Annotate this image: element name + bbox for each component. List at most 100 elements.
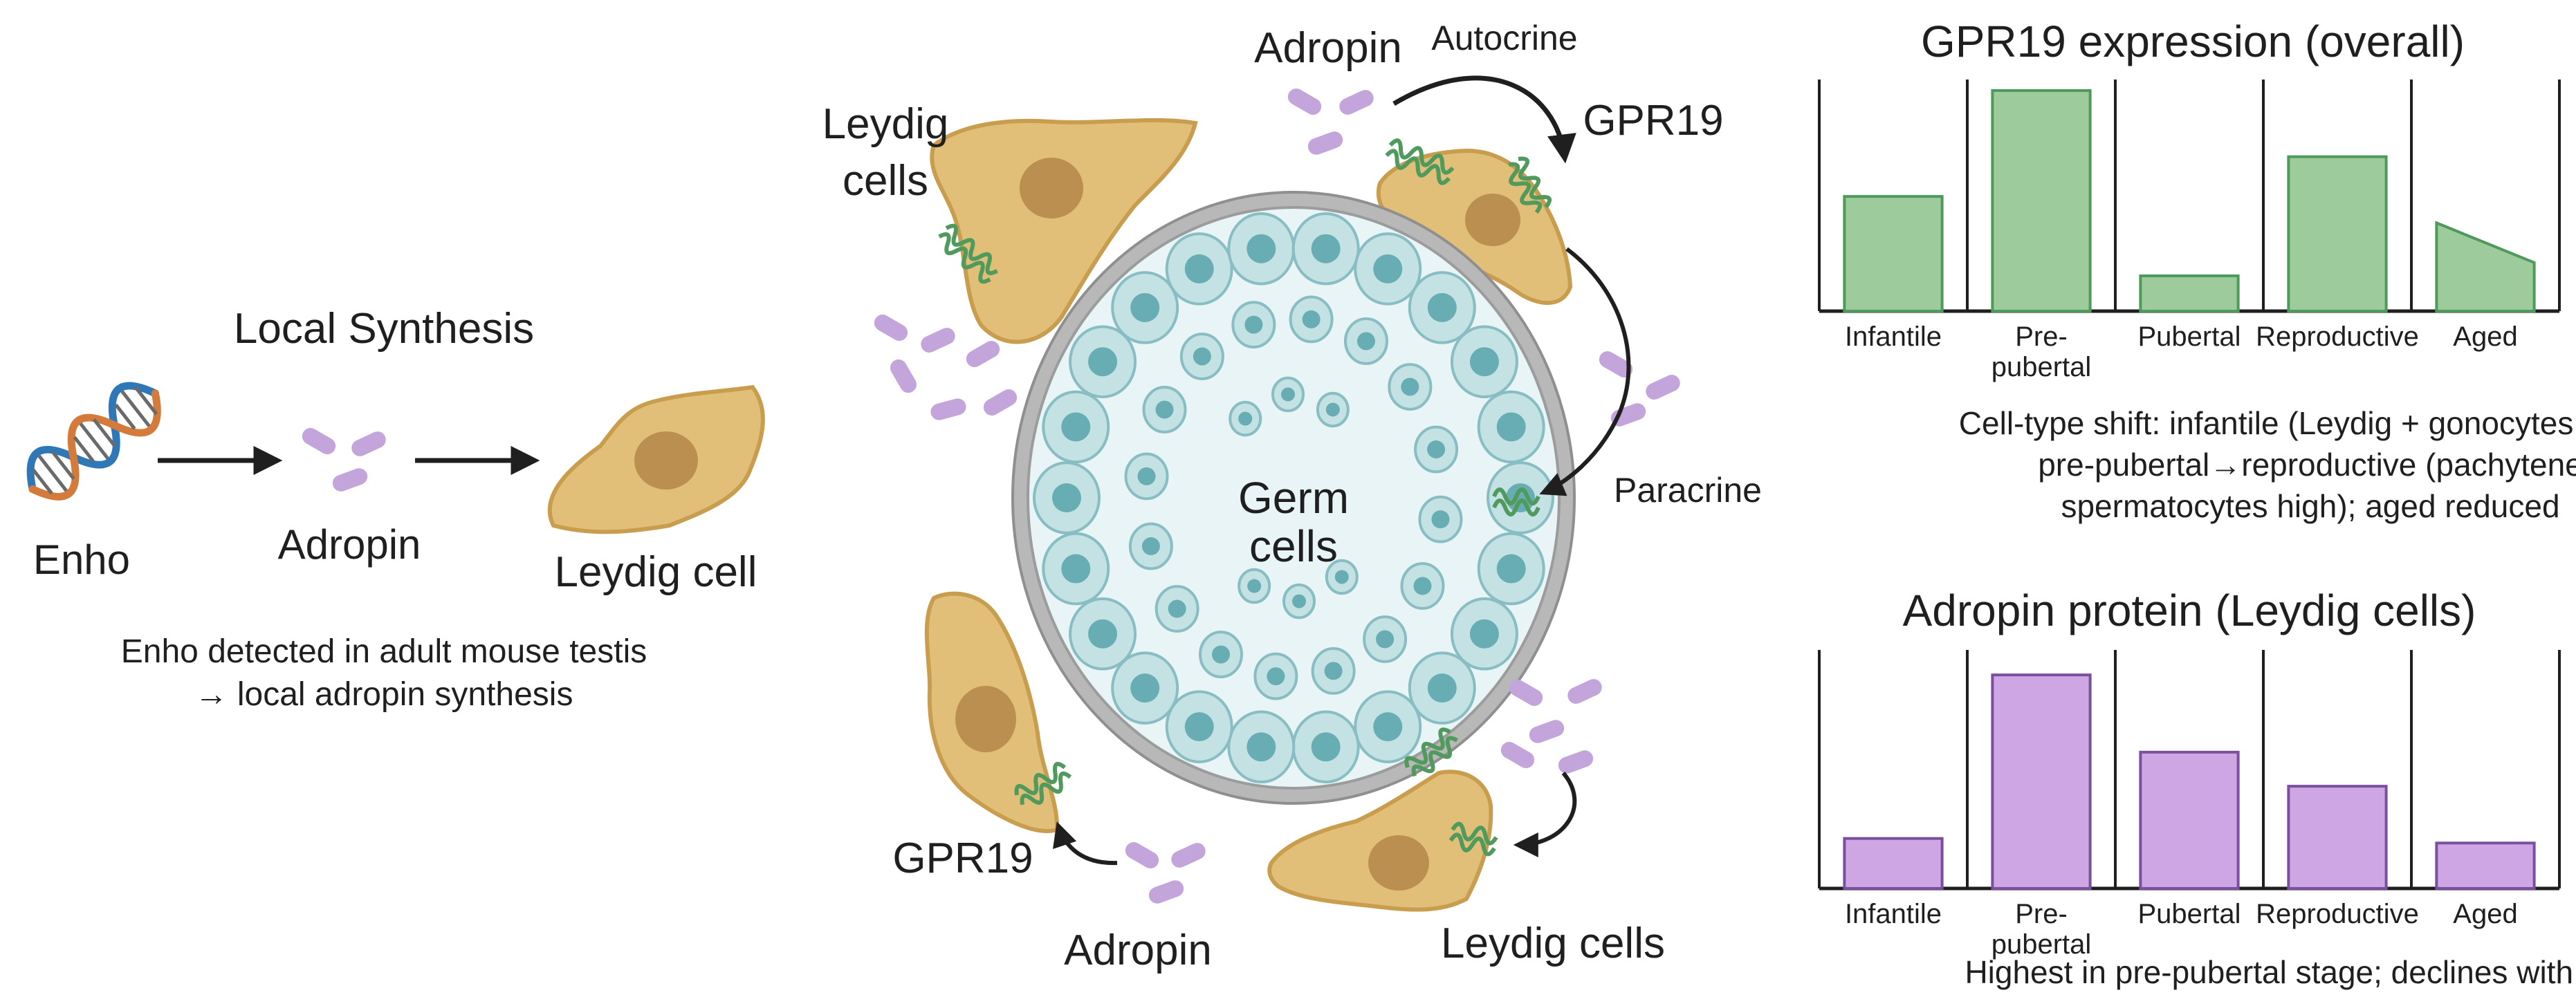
x-tick-label: Pubertal — [2138, 322, 2241, 352]
bar-infantile — [1843, 195, 1944, 313]
germ-cell-nucleus — [1427, 292, 1457, 322]
germ-cell-nucleus — [1184, 712, 1214, 742]
adropin-molecules-icon — [302, 428, 386, 492]
bottom-right-arrow — [1513, 772, 1577, 857]
bar-reproductive — [2287, 155, 2388, 313]
germ-cell-nucleus — [1088, 347, 1118, 377]
bar-pubertal — [2139, 750, 2240, 891]
germ-cell-nucleus — [1184, 254, 1214, 283]
germ-cell-nucleus — [1401, 378, 1419, 396]
gpr19-receptor-icon — [1385, 138, 1455, 185]
bar-pre-pubertal — [1991, 89, 2092, 313]
nucleus — [1368, 835, 1429, 891]
germ-cell-nucleus — [1506, 483, 1535, 512]
germ-cell-nucleus — [1246, 234, 1276, 263]
leydig-cells-label-top-line1: Leydig — [822, 100, 949, 148]
germ-cell-nucleus — [1311, 234, 1341, 263]
nucleus — [955, 686, 1016, 752]
germ-cell-nucleus — [1244, 315, 1263, 334]
germ-cell-nucleus — [1193, 347, 1211, 366]
enho-note-line1: Enho detected in adult mouse testis — [121, 633, 647, 670]
seminiferous-tubule-inner — [1027, 206, 1561, 790]
x-tick-label: Reproductive — [2256, 899, 2419, 929]
dna-icon — [26, 382, 161, 501]
germ-cell-nucleus — [1168, 599, 1186, 618]
enho-gene-label: Enho — [33, 537, 130, 583]
chart-note-line1: Cell-type shift: infantile (Leydig + gon… — [1959, 405, 2576, 441]
bar-aged — [2435, 841, 2536, 891]
germ-cell-nucleus — [1137, 467, 1156, 485]
gpr19-receptor-icon — [1404, 727, 1458, 777]
adropin-molecules-icon — [874, 315, 1018, 420]
leydig-cell-icon — [547, 384, 765, 534]
germ-cell-nucleus — [1496, 412, 1526, 442]
germ-cell-nucleus — [1130, 292, 1160, 322]
chart-note-line3: spermatocytes high); aged reduced — [2061, 488, 2559, 524]
gpr19-receptor-icon — [1014, 761, 1072, 805]
gpr19-receptor-icon — [1448, 821, 1498, 857]
adropin-molecules-icon — [1287, 89, 1374, 155]
germ-cell-nucleus — [1373, 254, 1403, 283]
adropin-molecules-icon — [1500, 679, 1602, 774]
nucleus — [1020, 158, 1083, 218]
adropin-label-top: Adropin — [1254, 24, 1402, 72]
x-tick-label: Pre- — [2015, 899, 2068, 929]
germ-cell-nucleus — [1311, 732, 1341, 762]
germ-cell-nucleus — [1496, 554, 1526, 584]
leydig-cells-label-bottom: Leydig cells — [1441, 920, 1665, 967]
germ-cell-nucleus — [1427, 673, 1457, 703]
local-synthesis-title: Local Synthesis — [234, 305, 534, 353]
germ-cell-nucleus — [1302, 310, 1321, 328]
autocrine-label: Autocrine — [1431, 19, 1577, 57]
x-tick-label: pubertal — [1991, 352, 2092, 382]
adropin-label-bottom: Adropin — [1064, 926, 1212, 974]
gpr19-receptor-icon — [1508, 156, 1552, 214]
leydig-cells-label-top-line2: cells — [843, 157, 928, 205]
germ-cell-nucleus — [1155, 400, 1174, 419]
germ-cell-nucleus — [1141, 537, 1160, 556]
germ-cell-nucleus — [1356, 332, 1375, 351]
germ-cells-label-line2: cells — [1249, 521, 1338, 571]
x-tick-label: Pre- — [2015, 322, 2068, 352]
bottom-left-arrow — [1053, 821, 1118, 866]
germ-cells-label-line1: Germ — [1238, 473, 1349, 523]
x-tick-label: Aged — [2453, 322, 2517, 352]
bar-pre-pubertal — [1991, 673, 2092, 891]
germ-cell-nucleus — [1052, 483, 1081, 512]
paracrine-label: Paracrine — [1614, 471, 1762, 510]
germ-cell-nucleus — [1280, 387, 1295, 402]
adropin-protein-chart: Adropin protein (Leydig cells) Infantile… — [1818, 586, 2576, 990]
chart-title: Adropin protein (Leydig cells) — [1903, 586, 2476, 635]
testis-signaling-panel: Germ cells — [822, 19, 1762, 974]
leydig-cell-bottom-right — [1267, 770, 1493, 912]
leydig-cell-label-left: Leydig cell — [555, 548, 757, 596]
germ-cell-nucleus — [1061, 554, 1091, 584]
bar-pubertal — [2139, 274, 2240, 313]
germ-cell-nucleus — [1247, 579, 1262, 593]
adropin-molecules-icon — [1599, 351, 1680, 427]
germ-cell-nucleus — [1292, 594, 1307, 608]
autocrine-arrow — [1392, 75, 1576, 164]
germ-cell-nucleus — [1431, 510, 1450, 529]
germ-cell-nucleus — [1267, 667, 1285, 686]
germ-cell-nucleus — [1238, 411, 1253, 426]
gpr19-label-top: GPR19 — [1583, 97, 1723, 145]
germ-cell-nucleus — [1469, 347, 1499, 377]
paracrine-arrow — [1539, 247, 1631, 496]
local-synthesis-panel: Local Synthesis Enho Adropin — [26, 305, 765, 713]
x-tick-label: pubertal — [1991, 929, 2092, 960]
nucleus — [1465, 194, 1520, 246]
germ-cell-nucleus — [1130, 673, 1160, 703]
x-tick-label: Infantile — [1845, 899, 1942, 929]
x-tick-label: Aged — [2453, 899, 2517, 929]
germ-cell-nucleus — [1212, 645, 1231, 664]
chart-note-line1: Highest in pre-pubertal stage; declines … — [1965, 954, 2576, 990]
x-tick-label: Infantile — [1845, 322, 1942, 352]
gpr19-label-bottom: GPR19 — [892, 835, 1033, 882]
germ-cell-nucleus — [1413, 577, 1432, 595]
adropin-label-left: Adropin — [278, 521, 421, 568]
gpr19-receptor-icon — [1492, 487, 1540, 516]
